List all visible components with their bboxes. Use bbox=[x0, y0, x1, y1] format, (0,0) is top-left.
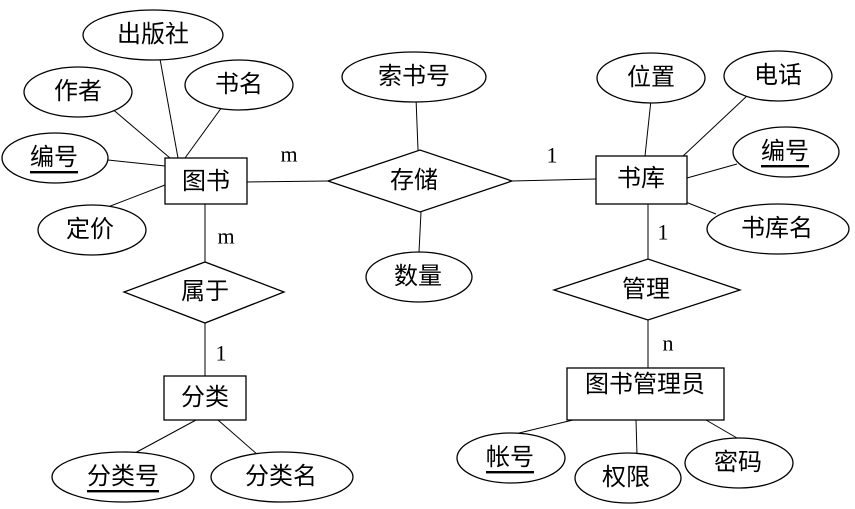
relationship-manage-label: 管理 bbox=[622, 276, 670, 303]
attribute-author: 作者 bbox=[23, 66, 133, 118]
cardinality-book-store: m bbox=[280, 142, 297, 167]
attribute-category-name-label: 分类名 bbox=[245, 463, 317, 490]
entity-warehouse-label: 书库 bbox=[617, 165, 665, 192]
attribute-publisher-label: 出版社 bbox=[117, 21, 189, 48]
attribute-quantity: 数量 bbox=[365, 251, 473, 303]
relationship-belong-label: 属于 bbox=[181, 279, 229, 305]
attribute-permission-label: 权限 bbox=[602, 464, 650, 491]
relationship-manage: 管理 bbox=[551, 258, 743, 321]
cardinality-belong-category: 1 bbox=[216, 341, 227, 366]
attribute-warehouse-name-label: 书库名 bbox=[741, 215, 813, 242]
entity-librarian: 图书管理员 bbox=[566, 367, 725, 421]
cardinality-store-warehouse: 1 bbox=[547, 143, 558, 168]
entity-book-label: 图书 bbox=[182, 168, 230, 195]
attribute-title-label: 书名 bbox=[215, 71, 263, 98]
attribute-permission: 权限 bbox=[574, 452, 682, 504]
relationship-belong: 属于 bbox=[122, 261, 286, 324]
attribute-location: 位置 bbox=[596, 52, 706, 104]
entity-category: 分类 bbox=[163, 375, 247, 421]
attribute-account-label: 帐号 bbox=[486, 444, 534, 471]
entity-librarian-label: 图书管理员 bbox=[585, 371, 705, 398]
attribute-category-id: 分类号 bbox=[51, 451, 195, 503]
entity-category-label: 分类 bbox=[181, 384, 229, 411]
attribute-category-name: 分类名 bbox=[210, 451, 354, 503]
attribute-warehouse-id-label: 编号 bbox=[761, 138, 809, 165]
attribute-call-number: 索书号 bbox=[341, 51, 487, 103]
attribute-phone: 电话 bbox=[723, 50, 833, 102]
entity-book: 图书 bbox=[164, 157, 248, 205]
attribute-price-label: 定价 bbox=[66, 216, 114, 243]
attribute-call-number-label: 索书号 bbox=[378, 63, 450, 90]
cardinality-warehouse-manage: 1 bbox=[658, 220, 669, 245]
attribute-warehouse-id: 编号 bbox=[732, 126, 840, 178]
attribute-category-id-label: 分类号 bbox=[87, 463, 159, 490]
attribute-phone-label: 电话 bbox=[754, 62, 802, 89]
attribute-location-label: 位置 bbox=[627, 64, 675, 91]
attribute-warehouse-name: 书库名 bbox=[706, 203, 850, 255]
attribute-password-label: 密码 bbox=[714, 449, 762, 476]
connector-lines bbox=[99, 47, 749, 456]
attribute-title: 书名 bbox=[184, 59, 294, 111]
cardinality-book-belong: m bbox=[217, 224, 234, 249]
attribute-password: 密码 bbox=[684, 437, 794, 489]
attribute-account: 帐号 bbox=[456, 432, 566, 484]
relationship-store-label: 存储 bbox=[390, 167, 438, 194]
attribute-price: 定价 bbox=[37, 204, 147, 256]
attribute-author-label: 作者 bbox=[54, 78, 102, 105]
relationship-store: 存储 bbox=[325, 149, 515, 213]
attribute-book-id: 编号 bbox=[1, 132, 109, 184]
attribute-book-id-label: 编号 bbox=[30, 144, 78, 171]
attribute-quantity-label: 数量 bbox=[394, 263, 442, 290]
cardinality-manage-librarian: n bbox=[663, 331, 674, 356]
attribute-publisher: 出版社 bbox=[82, 9, 224, 61]
entity-warehouse: 书库 bbox=[595, 155, 688, 205]
